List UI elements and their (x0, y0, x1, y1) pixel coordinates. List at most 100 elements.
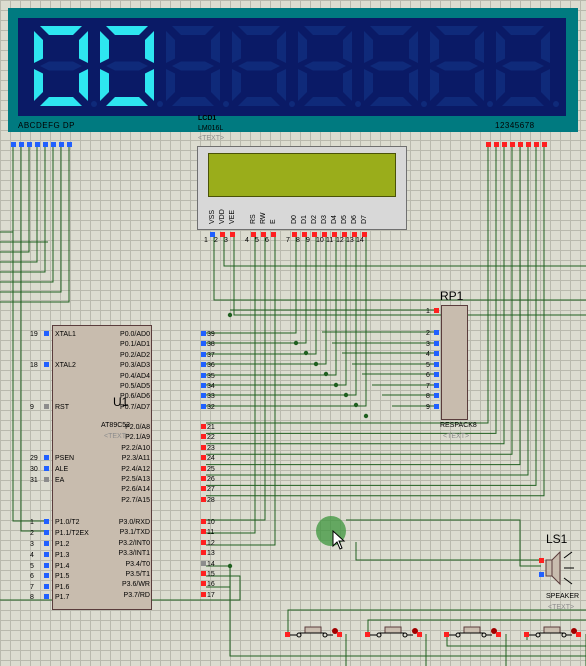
digit-3-segment-b (211, 31, 220, 63)
push-button-2[interactable] (365, 624, 425, 644)
u1-pin-23[interactable] (201, 445, 206, 450)
display-digit-pin[interactable] (486, 142, 491, 147)
u1-pin-30[interactable] (44, 466, 49, 471)
u1-pin-33[interactable] (201, 393, 206, 398)
lcd-module[interactable] (197, 146, 407, 230)
u1-pin-27[interactable] (201, 486, 206, 491)
lcd-pin-6[interactable] (271, 232, 276, 237)
rp1-pin-8[interactable] (434, 393, 439, 398)
u1-pin-21[interactable] (201, 424, 206, 429)
push-button-4[interactable] (524, 624, 584, 644)
display-digit-pin[interactable] (534, 142, 539, 147)
digit-8-segment-b (541, 31, 550, 63)
display-seg-pin[interactable] (59, 142, 64, 147)
u1-pin-7[interactable] (44, 584, 49, 589)
u1-pin-8[interactable] (44, 594, 49, 599)
u1-pin-19[interactable] (44, 331, 49, 336)
display-digit-pin[interactable] (502, 142, 507, 147)
lcd-pin-4[interactable] (251, 232, 256, 237)
u1-pin-5[interactable] (44, 563, 49, 568)
wire (287, 609, 586, 634)
rp1-pin-9[interactable] (434, 404, 439, 409)
u1-pin-14[interactable] (201, 561, 206, 566)
rp1-pin-7[interactable] (434, 383, 439, 388)
u1-pin-15[interactable] (201, 571, 206, 576)
lcd-pin-8[interactable] (302, 232, 307, 237)
rp1-pin-2[interactable] (434, 330, 439, 335)
lcd-text-tag: <TEXT> (198, 135, 225, 142)
lcd-pin-5[interactable] (261, 232, 266, 237)
display-seg-pin[interactable] (67, 142, 72, 147)
seven-segment-display[interactable] (8, 8, 578, 132)
u1-pin-32[interactable] (201, 404, 206, 409)
u1-pin-36[interactable] (201, 362, 206, 367)
lcd-pin-13[interactable] (352, 232, 357, 237)
lcd-pin-11[interactable] (332, 232, 337, 237)
u1-pin-18[interactable] (44, 362, 49, 367)
rp1-pin-4[interactable] (434, 351, 439, 356)
display-seg-pin[interactable] (27, 142, 32, 147)
rp1-pin-1[interactable] (434, 308, 439, 313)
lcd-pin-12[interactable] (342, 232, 347, 237)
u1-pin-38[interactable] (201, 341, 206, 346)
u1-pin-11[interactable] (201, 529, 206, 534)
u1-pin-39[interactable] (201, 331, 206, 336)
push-button-1[interactable] (285, 624, 345, 644)
u1-pin-1[interactable] (44, 519, 49, 524)
speaker-ls1[interactable] (538, 548, 586, 588)
u1-pin-3[interactable] (44, 541, 49, 546)
u1-pin-29[interactable] (44, 455, 49, 460)
wire (206, 147, 489, 424)
rp1-pin-5[interactable] (434, 362, 439, 367)
u1-pin-9[interactable] (44, 404, 49, 409)
digit-1-segment-g (40, 61, 82, 71)
wire (206, 237, 367, 407)
push-button-3[interactable] (444, 624, 504, 644)
u1-pin-28[interactable] (201, 497, 206, 502)
u1-pin-6[interactable] (44, 573, 49, 578)
display-digit-pin[interactable] (526, 142, 531, 147)
u1-pin-26[interactable] (201, 476, 206, 481)
u1-pin-number: 27 (207, 486, 215, 493)
u1-pin-label: EA (55, 477, 65, 484)
u1-pin-17[interactable] (201, 592, 206, 597)
u1-pin-37[interactable] (201, 352, 206, 357)
microcontroller-u1[interactable] (52, 325, 152, 610)
display-seg-pin[interactable] (35, 142, 40, 147)
u1-pin-4[interactable] (44, 552, 49, 557)
u1-pin-25[interactable] (201, 466, 206, 471)
u1-pin-12[interactable] (201, 540, 206, 545)
display-seg-pin[interactable] (19, 142, 24, 147)
u1-pin-31[interactable] (44, 477, 49, 482)
lcd-pin-14[interactable] (362, 232, 367, 237)
display-seg-pin[interactable] (43, 142, 48, 147)
lcd-pin-3[interactable] (230, 232, 235, 237)
display-digit-pin[interactable] (542, 142, 547, 147)
display-digit-pin[interactable] (494, 142, 499, 147)
u1-pin-24[interactable] (201, 455, 206, 460)
rp1-pin-3[interactable] (434, 341, 439, 346)
u1-pin-13[interactable] (201, 550, 206, 555)
lcd-pin-1[interactable] (210, 232, 215, 237)
rp1-pin-6[interactable] (434, 372, 439, 377)
display-seg-pin[interactable] (11, 142, 16, 147)
display-digit-pin[interactable] (510, 142, 515, 147)
lcd-pin-9[interactable] (312, 232, 317, 237)
lcd-pin-label: VDD (219, 209, 226, 224)
u1-pin-16[interactable] (201, 581, 206, 586)
lcd-pin-7[interactable] (292, 232, 297, 237)
u1-pin-2[interactable] (44, 530, 49, 535)
lcd-pin-10[interactable] (322, 232, 327, 237)
display-seg-pin[interactable] (51, 142, 56, 147)
u1-pin-10[interactable] (201, 519, 206, 524)
resistor-pack-rp1[interactable] (441, 305, 468, 420)
wire (206, 147, 529, 476)
u1-pin-35[interactable] (201, 373, 206, 378)
lcd-pin-2[interactable] (220, 232, 225, 237)
u1-pin-34[interactable] (201, 383, 206, 388)
u1-part: AT89C52 (101, 422, 131, 429)
u1-pin-22[interactable] (201, 434, 206, 439)
display-digit-pin[interactable] (518, 142, 523, 147)
digit-8-segment-g (502, 61, 544, 71)
